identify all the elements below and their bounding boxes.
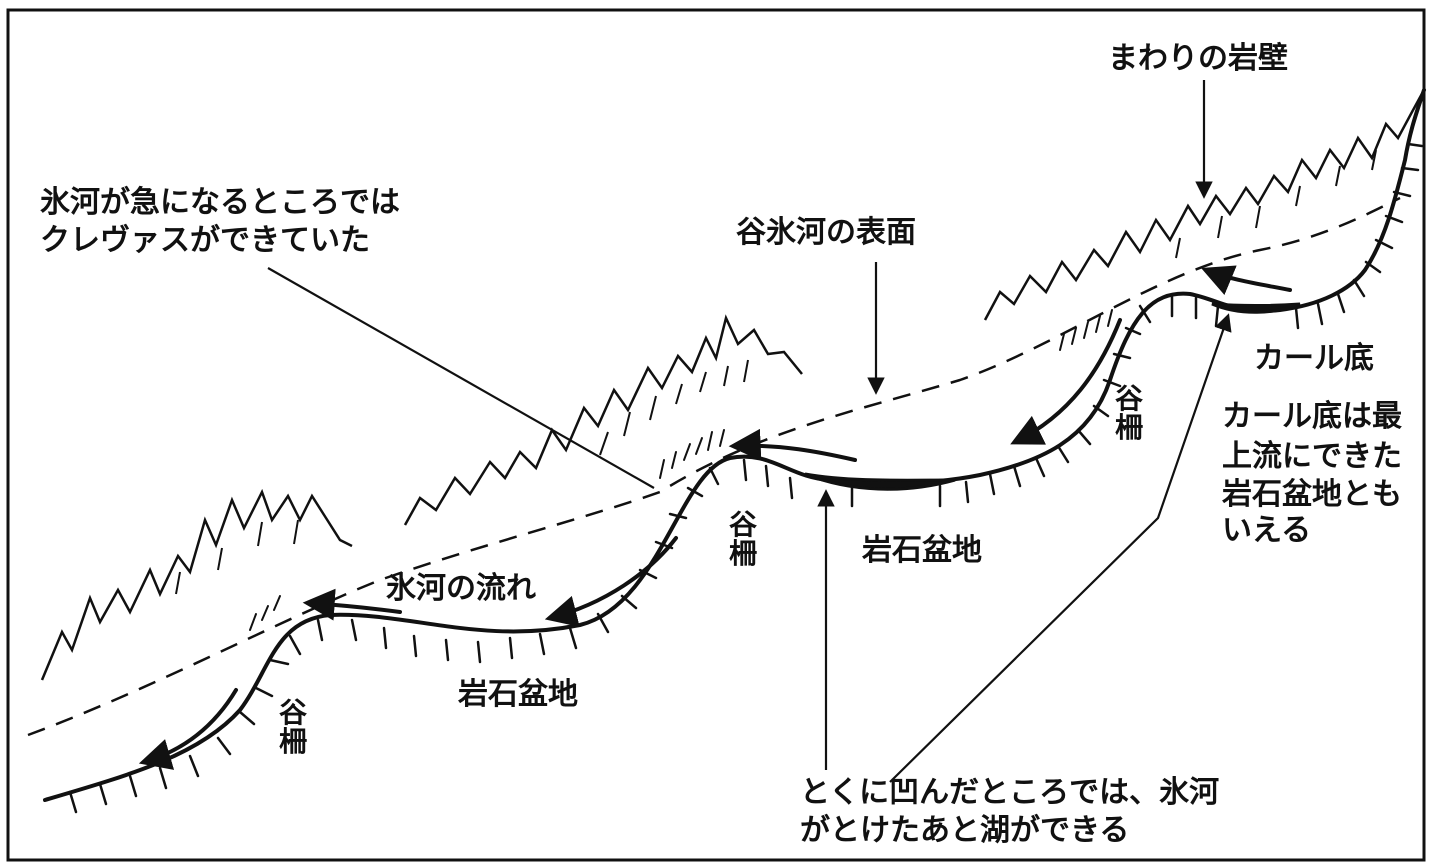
flow-arrow-5 [302,588,402,621]
label-rock-basin-lower: 岩石盆地 [458,677,578,712]
label-glacier-flow: 氷河の流れ [386,571,536,606]
leader-lines [267,80,1232,783]
lake-rock-basin [804,472,956,491]
label-cirque-note-line1: カール底は最 [1222,399,1402,434]
leader-crevasse [267,267,655,489]
lake-cirque [1211,302,1301,314]
flow-arrow-1 [1201,265,1292,296]
label-cirque-note-line2: 上流にできた [1222,439,1402,474]
ridge-left [40,488,353,681]
label-surrounding-rock-wall: まわりの岩壁 [1108,41,1288,76]
ice-flow-arrows [138,265,1292,770]
label-lake-note-line1: とくに凹んだところでは、氷河 [800,775,1220,810]
label-crevasse-note-line1: 氷河が急になるところでは [40,185,400,220]
label-cirque-floor: カール底 [1254,341,1374,376]
label-crevasse-note-line2: クレヴァスができていた [40,223,370,258]
flow-arrow-6 [138,688,238,770]
diagram-frame [6,8,1426,862]
label-riegel-lower: 谷柵 [278,696,307,759]
flow-arrow-2 [1010,318,1122,445]
label-cirque-note-line3: 岩石盆地とも [1222,477,1402,512]
bedrock-hachures [68,142,1424,814]
crevasse-marks [249,309,1113,631]
label-cirque-note-line4: いえる [1222,513,1312,548]
flow-arrow-4 [544,536,678,627]
label-rock-basin-middle: 岩石盆地 [862,533,982,568]
label-valley-glacier-surface: 谷氷河の表面 [736,215,916,250]
label-riegel-middle: 谷柵 [728,508,757,571]
ridge-right [983,89,1426,321]
label-riegel-upper: 谷柵 [1114,382,1143,445]
leader-lake-cirque [889,313,1232,783]
label-lake-note-line2: がとけたあと湖ができる [800,813,1130,848]
ridge-middle [403,314,803,526]
flow-arrow-3 [728,428,857,462]
mountain-ridges [40,89,1426,681]
